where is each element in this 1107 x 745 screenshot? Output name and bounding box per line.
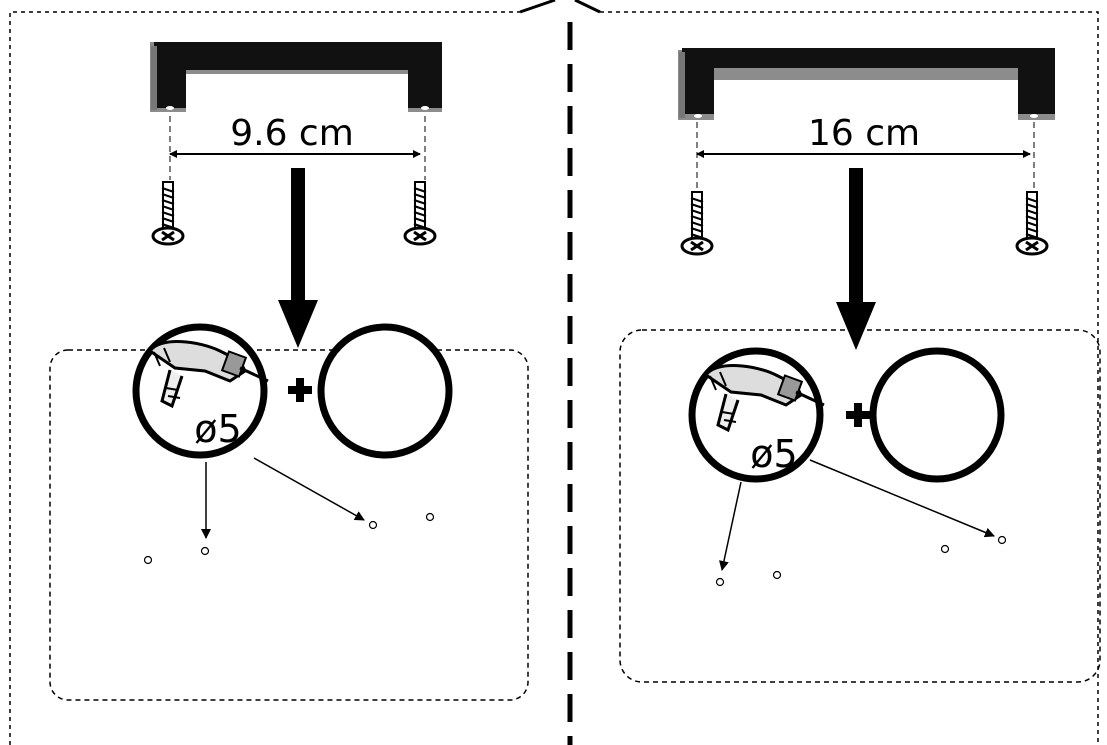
right-down-arrow <box>836 168 876 350</box>
left-down-arrow <box>278 168 318 348</box>
right-screw-icon <box>1015 190 1049 256</box>
left-handle <box>150 42 442 112</box>
left-cabinet-panel <box>49 349 529 701</box>
left-drill-circle: ø5 <box>132 323 270 459</box>
outer-frame <box>9 0 1099 745</box>
left-dimension-label: 9.6 cm <box>230 113 354 154</box>
right-cabinet-panel <box>619 329 1101 683</box>
left-screw-icon <box>403 180 437 246</box>
right-clamp-circle <box>869 347 1005 494</box>
left-clamp-circle <box>317 323 453 470</box>
left-screw-icon <box>151 180 185 246</box>
left-drill-holes <box>143 512 435 565</box>
right-screw-icon <box>680 190 714 256</box>
right-plus-icon <box>846 403 870 427</box>
right-panel: 16 cm ø5 <box>619 48 1101 683</box>
right-dimension-label: 16 cm <box>808 113 920 154</box>
right-drill-circle: ø5 <box>688 347 826 483</box>
right-drill-label: ø5 <box>750 432 797 476</box>
right-drill-holes <box>715 535 1007 587</box>
right-handle <box>678 48 1055 120</box>
left-panel: 9.6 cm ø5 <box>49 42 529 701</box>
left-plus-icon <box>288 378 312 402</box>
left-drill-label: ø5 <box>194 407 241 451</box>
